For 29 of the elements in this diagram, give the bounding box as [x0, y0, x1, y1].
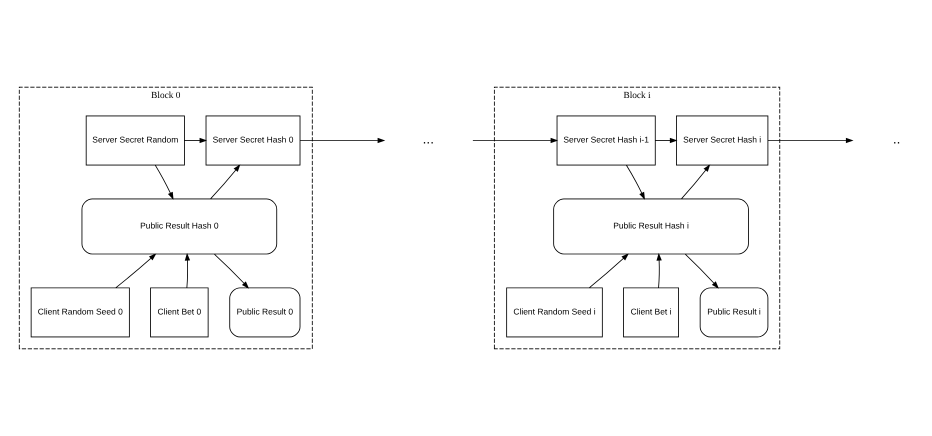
arrow — [214, 254, 250, 289]
node-box: Server Secret Hash i — [676, 116, 768, 166]
arrow — [654, 138, 678, 144]
label: ... — [422, 132, 434, 147]
node-box: Client Bet 0 — [150, 287, 209, 338]
arrow — [681, 164, 710, 200]
arrow — [300, 138, 386, 144]
arrow — [184, 252, 190, 288]
node-box: Server Secret Hash i-1 — [556, 116, 656, 166]
arrow — [184, 138, 208, 144]
arrow — [626, 164, 645, 200]
arrow — [684, 254, 719, 289]
arrow — [115, 253, 156, 288]
node-box: Public Result Hash 0 — [82, 198, 278, 254]
node-box: Public Result Hash i — [553, 198, 749, 254]
node-box: Server Secret Random — [86, 116, 185, 166]
node-box: Client Random Seed 0 — [30, 287, 130, 338]
node-box: Client Bet i — [623, 287, 679, 338]
node-box: Public Result i — [700, 287, 768, 338]
arrow — [154, 164, 174, 200]
node-box: Server Secret Hash 0 — [206, 116, 300, 166]
arrow — [472, 138, 558, 144]
arrow — [656, 252, 662, 288]
node-box: Client Random Seed i — [506, 287, 603, 338]
arrow — [768, 138, 854, 144]
label: .. — [892, 132, 900, 147]
arrow — [210, 164, 240, 200]
arrow — [588, 253, 629, 288]
node-box: Public Result 0 — [229, 287, 300, 338]
